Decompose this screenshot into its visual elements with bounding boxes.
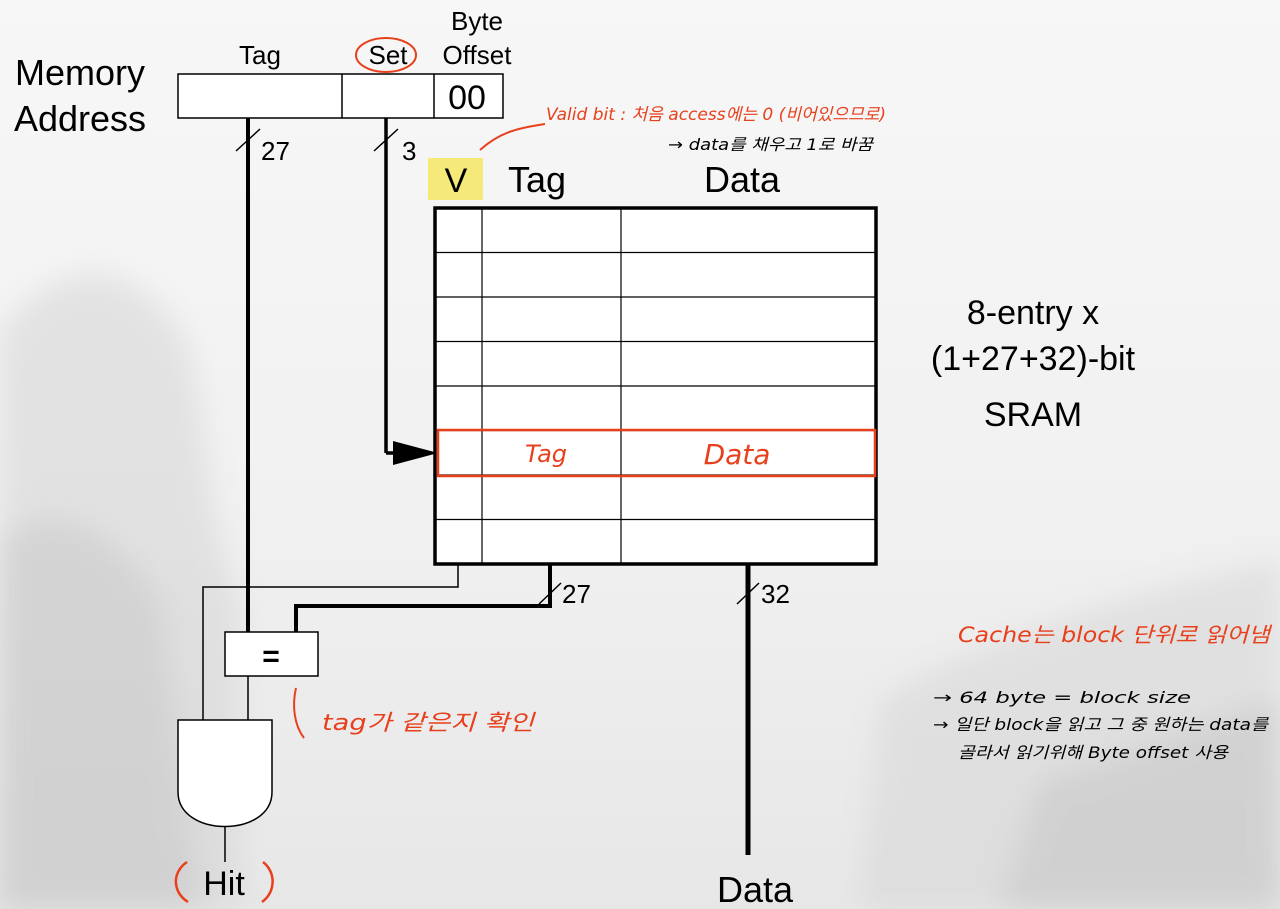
- stored-tag-bus-slash: [538, 582, 562, 605]
- valid-bit-highlight: [428, 158, 483, 200]
- cache-note-line1: → 64 byte = block size: [933, 688, 1191, 707]
- index-arrow: [393, 441, 438, 465]
- sram-description-line2: (1+27+32)-bit: [931, 340, 1136, 378]
- set-bus-slash: [373, 128, 399, 152]
- hit-output-label: Hit: [203, 865, 245, 903]
- and-gate: [177, 719, 273, 828]
- sram-description-line3: SRAM: [984, 396, 1082, 434]
- set-bus-width-label: 3: [402, 136, 416, 166]
- compare-note-bracket: [293, 687, 305, 739]
- data-out-width-label: 32: [761, 579, 790, 609]
- compare-note: tag가 같은지 확인: [322, 711, 536, 736]
- address-register: [177, 73, 504, 119]
- valid-note-pointer: [479, 123, 546, 151]
- byte-offset-value: 00: [448, 79, 486, 117]
- sram-col-data-header: Data: [704, 159, 781, 200]
- tag-bus-width-label: 27: [261, 136, 290, 166]
- set-field-annotation-circle: [355, 37, 417, 73]
- tag-comparator: [224, 631, 319, 677]
- data-out-bus-slash: [736, 582, 760, 605]
- sram-col-tag-header: Tag: [508, 159, 566, 200]
- selected-row-highlight: [436, 428, 877, 478]
- cache-note-line2: → 일단 block을 읽고 그 중 원하는 data를: [933, 715, 1269, 734]
- memory-address-title-line1: Memory: [15, 52, 145, 93]
- cache-note-line3: 골라서 읽기위해 Byte offset 사용: [958, 743, 1229, 762]
- memory-address-title-line2: Address: [14, 98, 146, 139]
- cache-note-title: Cache는 block 단위로 읽어냄: [958, 623, 1273, 647]
- hit-annotation-right-arc: [261, 861, 274, 904]
- address-field-set-label: Set: [368, 40, 408, 70]
- valid-note-line1: Valid bit : 처음 access에는 0 (비어있으므로): [546, 105, 886, 125]
- hit-annotation-left-arc: [174, 860, 189, 904]
- address-field-offset-label-line1: Byte: [451, 6, 503, 36]
- tag-bus-slash: [235, 128, 261, 152]
- stored-tag-bus: [294, 565, 552, 632]
- sram-col-valid-header: V: [445, 162, 468, 200]
- tag-comparator-symbol: =: [262, 640, 280, 673]
- address-field-offset-label-line2: Offset: [443, 40, 513, 70]
- stored-tag-width-label: 27: [562, 579, 591, 609]
- sram-table: [433, 206, 878, 566]
- valid-note-line2: → data를 채우고 1로 바꿈: [668, 135, 874, 154]
- valid-bit-wire: [202, 565, 459, 720]
- data-output-label: Data: [717, 869, 794, 909]
- address-field-tag-label: Tag: [239, 40, 281, 70]
- selected-row-data-annotation: Data: [704, 438, 771, 471]
- selected-row-tag-annotation: Tag: [525, 440, 567, 468]
- sram-description-line1: 8-entry x: [967, 294, 1099, 332]
